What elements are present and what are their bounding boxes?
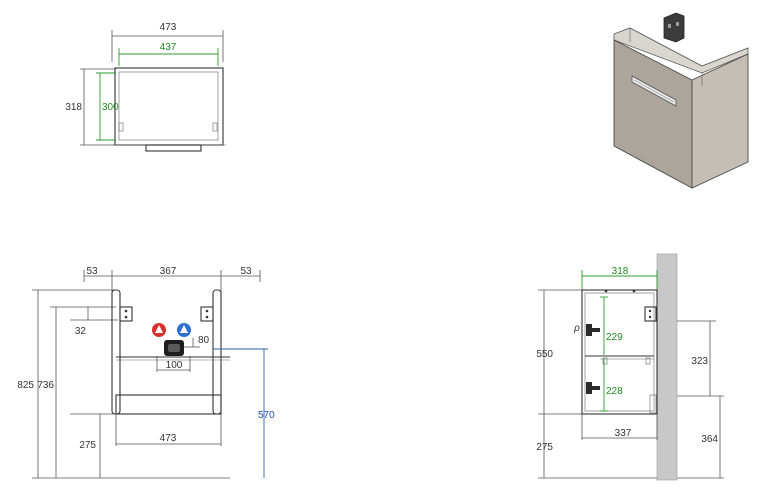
svg-text:ρ: ρ: [573, 323, 580, 334]
front-right-margin-label: 53: [240, 266, 252, 277]
upper-hinge-icon: [586, 324, 592, 336]
top-view-inner: [118, 71, 219, 141]
front-floor-gap-label: 275: [79, 440, 96, 451]
top-view: 473 437 318 300: [65, 22, 226, 152]
front-height-body-label: 736: [37, 380, 54, 391]
front-siphon-width-label: 100: [166, 360, 183, 371]
top-view-outline: [114, 67, 224, 146]
front-right-bracket: [200, 306, 214, 322]
top-width-inner-label: 437: [160, 42, 177, 53]
front-siphon-offset-label: 80: [198, 335, 210, 346]
front-pipe-height-label: 570: [258, 410, 275, 421]
side-view: 318 ρ 229 228 550 275: [536, 253, 724, 481]
lower-hinge-icon: [586, 382, 592, 394]
side-wall-lower-label: 364: [701, 434, 718, 445]
front-view: 53 367 53 825 736 32 275 80: [17, 266, 275, 479]
side-depth-bottom-label: 337: [615, 428, 632, 439]
side-shelf-upper-label: 229: [606, 332, 623, 343]
cabinet-side-panel: [691, 53, 749, 189]
top-depth-outer-label: 318: [65, 102, 82, 113]
top-width-outer-label: 473: [160, 22, 177, 33]
front-bracket-offset-label: 32: [75, 326, 87, 337]
side-height-body-label: 550: [536, 349, 553, 360]
wall-bracket-icon: [663, 12, 685, 43]
isometric-view: [613, 12, 749, 189]
side-cabinet-outline: [581, 289, 658, 415]
wall: [656, 253, 678, 481]
top-view-handle: [145, 144, 202, 152]
side-wall-upper-label: 323: [691, 356, 708, 367]
top-depth-inner-label: 300: [102, 102, 119, 113]
front-left-margin-label: 53: [86, 266, 98, 277]
side-depth-top-label: 318: [612, 266, 629, 277]
front-drawer: [115, 394, 222, 415]
front-left-bracket: [119, 306, 133, 322]
side-shelf-lower-label: 228: [606, 386, 623, 397]
front-height-total-label: 825: [17, 380, 34, 391]
side-floor-gap-label: 275: [536, 442, 553, 453]
side-bracket: [644, 306, 657, 322]
front-width-bottom-label: 473: [160, 433, 177, 444]
front-center-span-label: 367: [160, 266, 177, 277]
